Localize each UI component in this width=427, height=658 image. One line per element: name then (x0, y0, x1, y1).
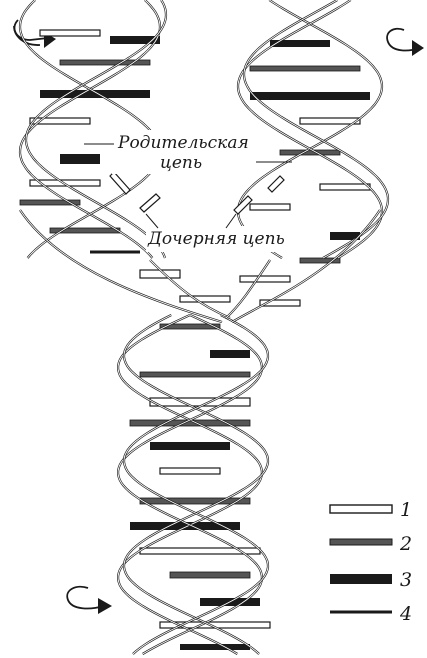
rotation-arrow-bottom-left-icon (67, 587, 112, 614)
right-strand-a-highlight (238, 0, 382, 258)
legend-number-3: 3 (400, 569, 412, 591)
fork-right-inner (226, 260, 270, 318)
right-strand-b (238, 0, 382, 258)
daughter-chain-label-text: Дочерняя цепь (147, 229, 285, 249)
legend-item-4: 4 (330, 603, 412, 625)
base-pair-rung (250, 66, 360, 71)
base-pair-rung (250, 92, 370, 100)
base-pair-rung (250, 204, 290, 210)
fork-left-inner-highlight (150, 260, 230, 318)
base-pairs (20, 30, 370, 650)
base-pair-rung (280, 150, 340, 155)
right-strand-b-twin-highlight (244, 0, 388, 258)
base-pair-rung (40, 30, 100, 36)
legend-number-2: 2 (399, 533, 412, 555)
base-pair-rung (160, 468, 220, 474)
base-pair-rung (320, 184, 370, 190)
base-pair-rung (140, 372, 250, 377)
right-strand-b-highlight (238, 0, 382, 258)
parent-chain-label-line1: Родительская (117, 133, 249, 153)
base-pair-rung (60, 154, 100, 164)
right-strand-b-twin (244, 0, 388, 258)
fork-left-inner (150, 260, 230, 318)
base-pair-rung (240, 276, 290, 282)
parent-chain-label-line2: цепь (160, 153, 202, 173)
parent-chain-label: Родительская цепь (84, 130, 292, 174)
base-pair-rung (150, 442, 230, 450)
base-pair-rung (150, 398, 250, 406)
legend-number-4: 4 (399, 603, 412, 625)
base-pair-rung (170, 572, 250, 578)
base-pair-rung (210, 350, 250, 358)
legend-item-1: 1 (330, 499, 412, 521)
legend-number-1: 1 (400, 499, 412, 521)
rotation-arrow-top-right-icon (387, 29, 424, 56)
daughter-chain-label: Дочерняя цепь (146, 214, 294, 252)
base-pair-rung (300, 118, 360, 124)
base-pair-rung (180, 644, 250, 650)
legend: 1 2 3 4 (330, 499, 412, 625)
right-strand-a (238, 0, 382, 258)
legend-item-3: 3 (330, 569, 412, 591)
legend-item-2: 2 (330, 533, 412, 555)
base-pair-rung (180, 296, 230, 302)
